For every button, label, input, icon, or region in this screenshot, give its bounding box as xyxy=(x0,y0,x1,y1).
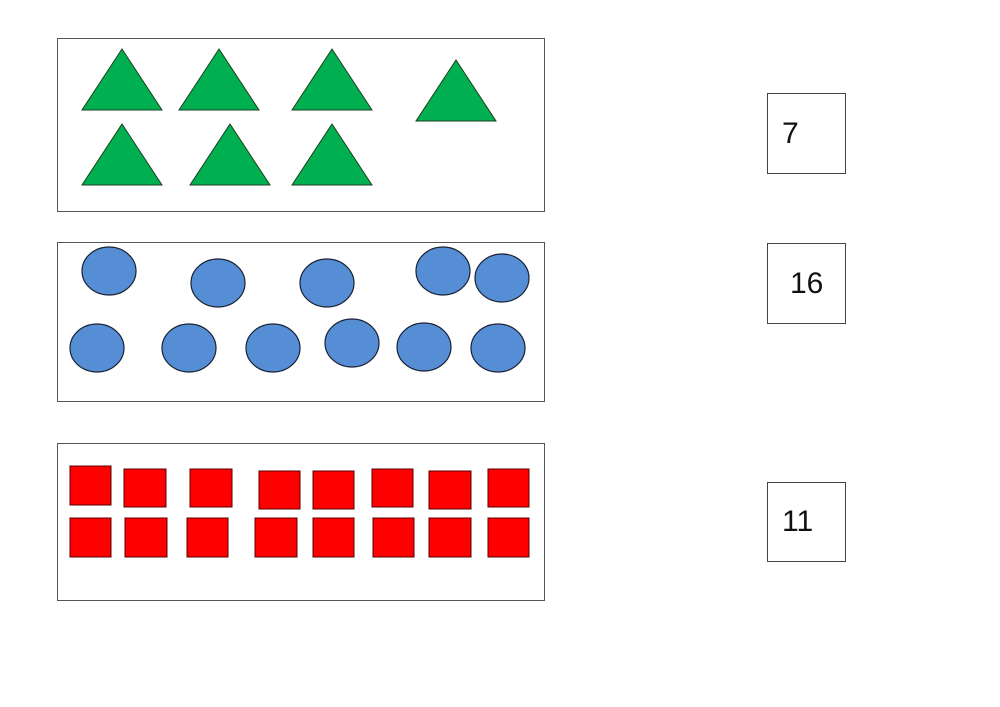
answer-box-1[interactable]: 7 xyxy=(767,93,846,174)
answer-value: 7 xyxy=(782,116,799,150)
answer-box-3[interactable]: 11 xyxy=(767,482,846,562)
answer-value: 11 xyxy=(782,505,814,538)
answer-box-2[interactable]: 16 xyxy=(767,243,846,324)
triangles-panel xyxy=(57,38,545,212)
answer-value: 16 xyxy=(790,266,824,300)
squares-panel xyxy=(57,443,545,601)
circles-panel xyxy=(57,242,545,402)
